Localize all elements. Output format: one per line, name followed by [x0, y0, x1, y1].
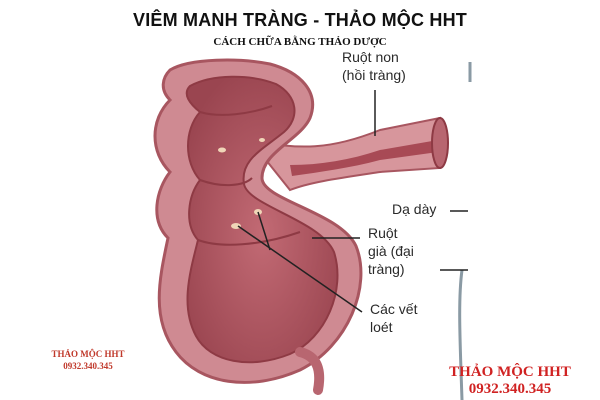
page-title: VIÊM MANH TRÀNG - THẢO MỘC HHT: [133, 10, 467, 30]
ulcer-spot: [218, 147, 226, 153]
watermark-small-phone: 0932.340.345: [63, 361, 113, 371]
watermark-small: THẢO MỘC HHT 0932.340.345: [28, 348, 148, 372]
label-large-intestine-line3: tràng): [368, 261, 405, 277]
watermark-large-name: THẢO MỘC HHT: [449, 364, 571, 380]
label-large-intestine-line1: Ruột: [368, 225, 398, 241]
leader-line-ulcer-b: [257, 211, 271, 251]
label-ulcers: Các vết loét: [370, 300, 417, 336]
page-subtitle: CÁCH CHỮA BẰNG THẢO DƯỢC: [213, 36, 387, 48]
label-ulcers-line2: loét: [370, 319, 393, 335]
watermark-large-phone: 0932.340.345: [468, 381, 552, 397]
body-outline-right: [458, 62, 472, 400]
label-large-intestine: Ruột già (đại tràng): [368, 224, 414, 278]
label-ulcers-line1: Các vết: [370, 301, 418, 317]
watermark-large: THẢO MỘC HHT 0932.340.345: [440, 364, 580, 398]
haustral-fold: [197, 231, 301, 246]
small-intestine-lumen: [290, 140, 438, 176]
haustral-fold: [199, 105, 273, 116]
ulcer-spot: [259, 138, 265, 142]
label-stomach: Dạ dày: [392, 201, 437, 217]
label-large-intestine-line2: già (đại: [368, 243, 414, 259]
small-intestine-end: [431, 117, 449, 169]
watermark-small-name: THẢO MỘC HHT: [51, 349, 125, 359]
label-small-intestine-line2: (hồi tràng): [342, 67, 406, 83]
haustral-fold: [199, 177, 253, 186]
ulcer-spot: [231, 223, 241, 229]
appendix: [295, 347, 325, 395]
leader-line-ulcer-a: [237, 225, 363, 313]
label-small-intestine: Ruột non (hồi tràng): [342, 48, 406, 84]
label-small-intestine-line1: Ruột non: [342, 49, 399, 65]
